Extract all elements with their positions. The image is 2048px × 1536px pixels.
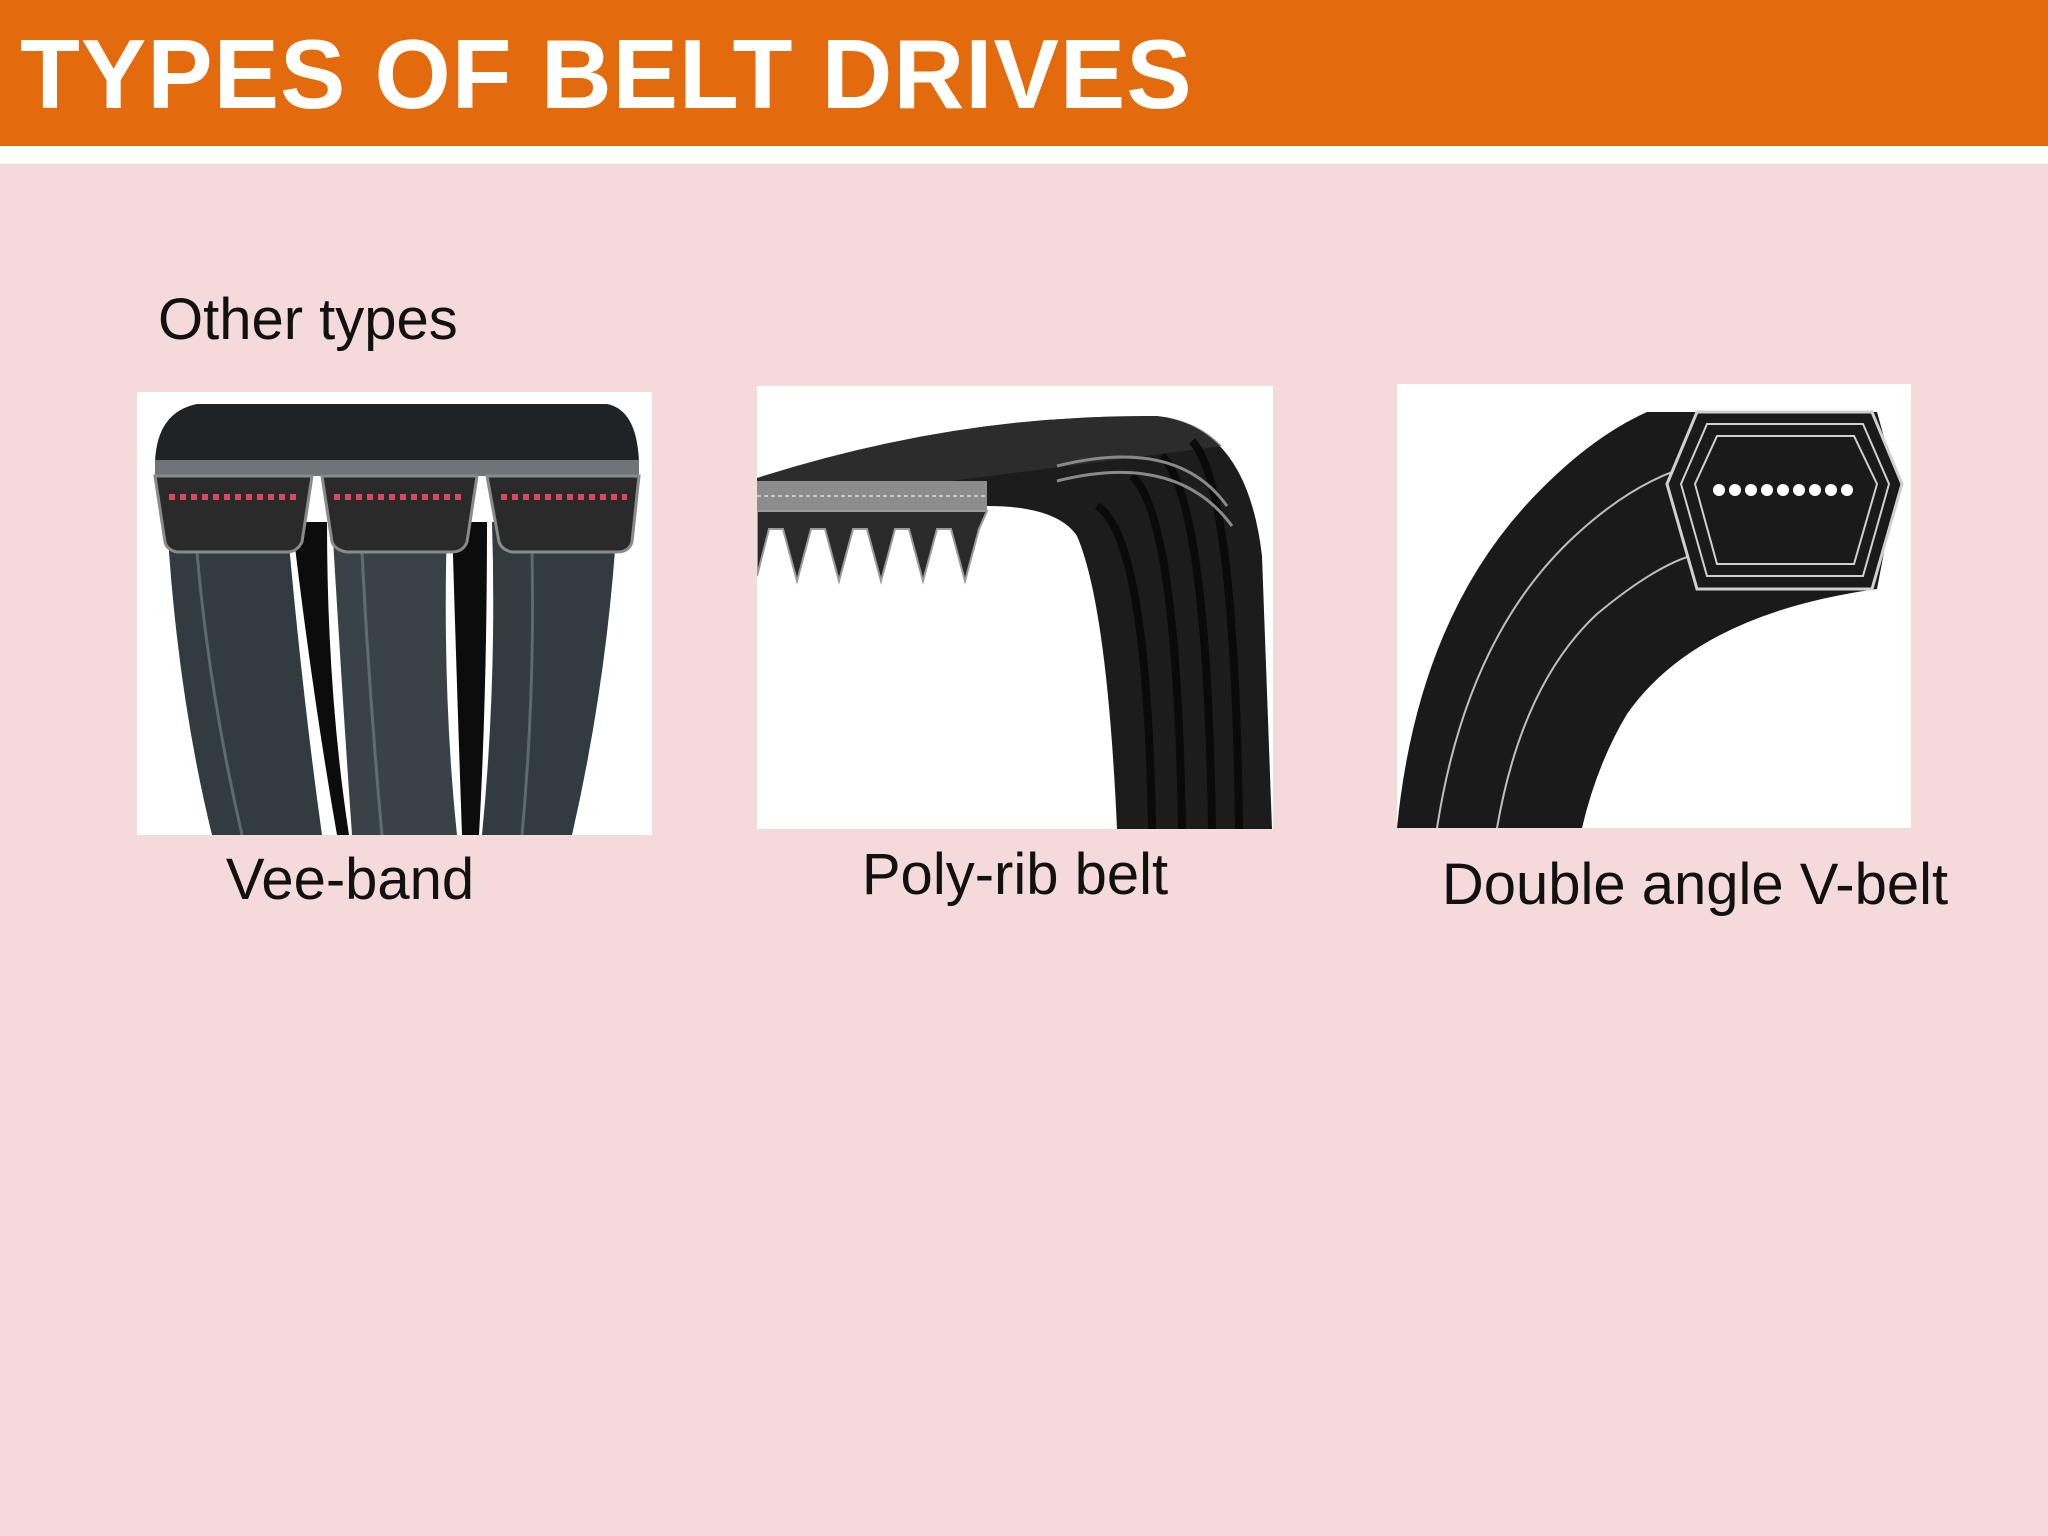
double-angle-v-belt-image [1397,384,1911,828]
poly-rib-belt-caption: Poly-rib belt [861,842,1169,907]
header-divider [0,146,2048,164]
header-bar: TYPES OF BELT DRIVES [0,0,2048,146]
section-subtitle: Other types [158,287,458,352]
slide-title: TYPES OF BELT DRIVES [20,19,1193,129]
vee-band-illustration [137,392,652,835]
double-angle-v-belt-illustration [1397,384,1911,828]
vee-band-caption: Vee-band [225,847,475,912]
double-angle-v-belt-caption: Double angle V-belt [1441,852,1949,917]
vee-band-image [137,392,652,835]
poly-rib-belt-illustration [757,386,1273,829]
poly-rib-belt-image [757,386,1273,829]
